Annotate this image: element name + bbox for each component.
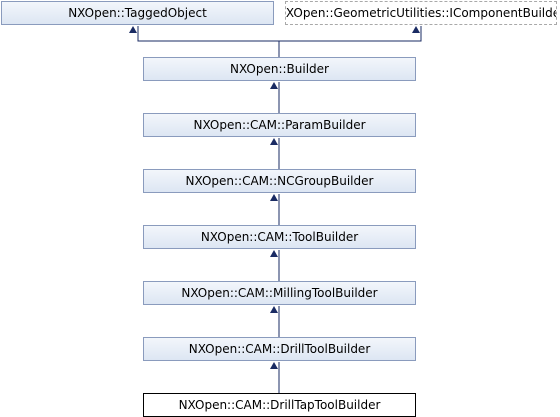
node-ncgroup-builder[interactable]: NXOpen::CAM::NCGroupBuilder: [143, 169, 416, 193]
node-tool-builder[interactable]: NXOpen::CAM::ToolBuilder: [143, 225, 416, 249]
node-milling-tool-builder[interactable]: NXOpen::CAM::MillingToolBuilder: [143, 281, 416, 305]
node-param-builder[interactable]: NXOpen::CAM::ParamBuilder: [143, 113, 416, 137]
node-drill-tool-builder[interactable]: NXOpen::CAM::DrillToolBuilder: [143, 337, 416, 361]
edge-builder-to-tagged-object: [129, 26, 280, 57]
node-drill-tap-tool-builder: NXOpen::CAM::DrillTapToolBuilder: [143, 393, 416, 417]
node-builder[interactable]: NXOpen::Builder: [143, 57, 416, 81]
node-tagged-object[interactable]: NXOpen::TaggedObject: [1, 1, 274, 25]
edge-builder-to-icomponent-builder: [279, 26, 422, 42]
node-icomponent-builder[interactable]: NXOpen::GeometricUtilities::IComponentBu…: [285, 1, 557, 25]
